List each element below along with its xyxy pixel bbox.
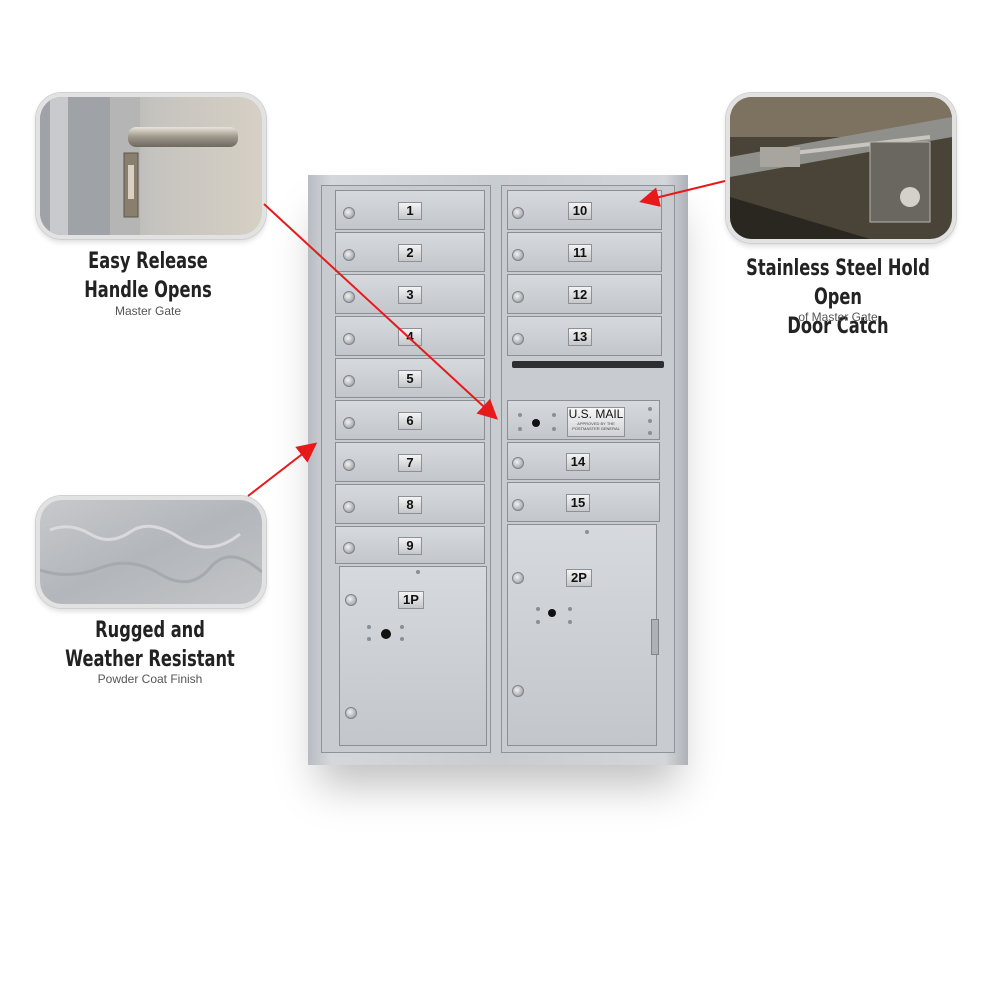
mailbox-door-1[interactable]: 1	[335, 190, 485, 230]
door-catch-icon	[730, 97, 952, 239]
door-number-7: 7	[398, 454, 422, 472]
us-mail-title: U.S. MAIL	[568, 407, 624, 421]
callout-title-catch-line1: Stainless Steel Hold Open	[746, 256, 930, 310]
mailbox-door-6[interactable]: 6	[335, 400, 485, 440]
door-number-5: 5	[398, 370, 422, 388]
callout-title-powder-line1: Rugged and	[95, 618, 205, 643]
callout-title-powder: Rugged and Weather Resistant	[30, 616, 270, 674]
mailbox-door-5[interactable]: 5	[335, 358, 485, 398]
door-number-13: 13	[568, 328, 592, 346]
door-number-15: 15	[566, 494, 590, 512]
callout-title-handle: Easy Release Handle Opens	[48, 247, 248, 305]
mailbox-door-15[interactable]: 15	[507, 482, 660, 522]
door-number-12: 12	[568, 286, 592, 304]
mailbox-door-11[interactable]: 11	[507, 232, 662, 272]
parcel-door-1p[interactable]: 1P	[339, 566, 487, 746]
mailbox-door-9[interactable]: 9	[335, 526, 485, 564]
callout-title-handle-line2: Handle Opens	[84, 278, 212, 303]
callout-title-catch: Stainless Steel Hold Open Door Catch	[700, 254, 976, 341]
mailbox-door-2[interactable]: 2	[335, 232, 485, 272]
callout-title-powder-line2: Weather Resistant	[65, 647, 235, 672]
powder-coat-texture-icon	[40, 500, 262, 604]
mailbox-door-12[interactable]: 12	[507, 274, 662, 314]
mailbox-door-14[interactable]: 14	[507, 442, 660, 480]
mailbox-door-7[interactable]: 7	[335, 442, 485, 482]
outgoing-mail-slot[interactable]	[512, 361, 664, 368]
door-catch-photo	[726, 93, 956, 243]
handle-photo	[36, 93, 266, 239]
door-number-2: 2	[398, 244, 422, 262]
arrow-handle	[263, 203, 498, 420]
door-number-11: 11	[568, 244, 592, 262]
us-mail-postmaster: POSTMASTER GENERAL	[572, 426, 620, 431]
parcel-number-2p: 2P	[566, 569, 592, 587]
arrow-powder	[247, 442, 318, 497]
mailbox-door-10[interactable]: 10	[507, 190, 662, 230]
handle-latch-icon	[40, 97, 262, 235]
parcel-number-1p: 1P	[398, 591, 424, 609]
door-number-3: 3	[398, 286, 422, 304]
mailbox-door-13[interactable]: 13	[507, 316, 662, 356]
door-number-9: 9	[398, 537, 422, 555]
callout-subtitle-handle: Master Gate	[114, 304, 182, 318]
us-mail-label: U.S. MAIL APPROVED BY THE POSTMASTER GEN…	[567, 407, 625, 437]
door-number-1: 1	[398, 202, 422, 220]
callout-title-catch-line2: Door Catch	[787, 314, 889, 339]
callout-title-handle-line1: Easy Release	[88, 249, 208, 274]
door-number-8: 8	[398, 496, 422, 514]
arrow-catch	[639, 180, 726, 207]
callout-subtitle-catch: of Master Gate	[798, 310, 878, 324]
door-number-14: 14	[566, 453, 590, 471]
callout-subtitle-powder: Powder Coat Finish	[97, 672, 203, 686]
mailbox-door-8[interactable]: 8	[335, 484, 485, 524]
us-mail-approved: APPROVED BY THE	[577, 421, 615, 426]
parcel-door-2p[interactable]: 2P	[507, 524, 659, 746]
mailbox-door-3[interactable]: 3	[335, 274, 485, 314]
door-number-10: 10	[568, 202, 592, 220]
powder-coat-photo	[36, 496, 266, 608]
door-number-6: 6	[398, 412, 422, 430]
